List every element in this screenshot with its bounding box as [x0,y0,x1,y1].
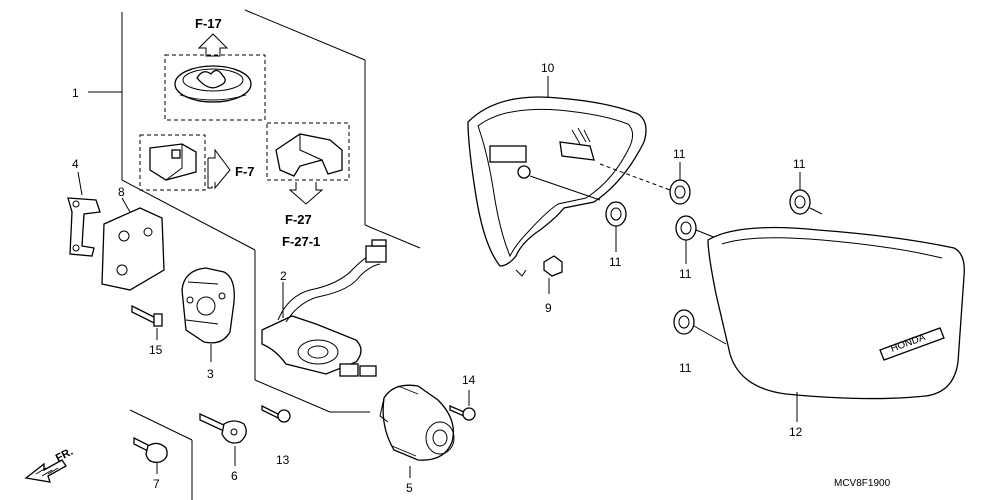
part-5-lock-housing [379,384,455,478]
callout-14: 14 [462,373,476,387]
cross-ref-bottom-label-2: F-27-1 [282,234,320,249]
callout-9: 9 [545,301,552,315]
part-12-side-cover: HONDA [707,226,965,422]
callout-3: 3 [207,367,214,381]
part-2-ignition-switch [261,239,387,377]
callout-7: 7 [153,477,160,491]
direction-label: FR. [54,446,75,465]
cross-ref-bottom-label-1: F-27 [285,212,312,227]
grommet-11-a [605,201,627,252]
callout-11-a: 11 [673,147,686,161]
callout-6: 6 [231,469,238,483]
part-3-lock-body [181,267,235,362]
callout-11-d: 11 [679,267,692,281]
callout-10: 10 [541,61,555,75]
lock-piece-f7: F-7 [139,134,255,191]
front-direction-arrow: FR. [24,446,75,483]
part-9-grommet [515,255,563,294]
callout-8: 8 [118,185,125,199]
grommet-11-e [673,309,727,345]
part-14-screw [449,390,476,421]
part-8-plate [101,197,165,291]
cross-ref-top-label: F-17 [195,16,222,31]
callout-5: 5 [406,481,413,495]
callout-15: 15 [149,343,163,357]
lock-clip-f27: F-27 F-27-1 [266,122,350,249]
part-7-key-blank [133,436,168,474]
callout-13: 13 [276,453,290,467]
assembly-1-outline [88,9,421,500]
cross-ref-side-label: F-7 [235,164,255,179]
diagram-code: MCV8F1900 [834,478,891,489]
grommet-11-b [599,162,691,205]
fuel-cap [164,54,266,121]
part-4-bracket [67,171,101,257]
callout-11-e: 11 [679,361,692,375]
callout-2: 2 [280,269,287,283]
part-10-inner-cover [467,76,647,267]
callout-1: 1 [72,86,79,100]
part-13-screw [261,404,291,423]
callout-11-b: 11 [793,157,806,171]
grommet-11-c [675,215,717,264]
part-15-screw [131,304,163,340]
part-6-key [199,412,247,466]
grommet-11-d [789,172,823,215]
callout-12: 12 [789,425,803,439]
callout-11-c: 11 [609,255,622,269]
callout-4: 4 [72,157,79,171]
cross-ref-f17: F-17 [195,16,229,57]
